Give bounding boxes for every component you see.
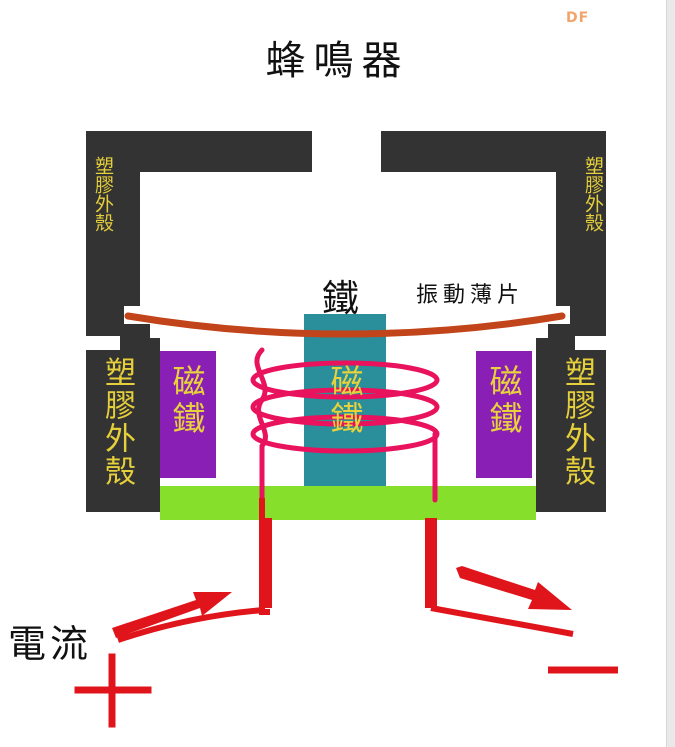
- watermark-logo: DF: [566, 10, 590, 26]
- label-shell-bottom-right: 塑膠外殼: [559, 356, 595, 488]
- label-shell-bottom-left: 塑膠外殼: [99, 356, 135, 488]
- magnet-left: [160, 351, 216, 478]
- label-shell-top-left: 塑膠外殼: [92, 156, 114, 232]
- magnet-right: [476, 351, 532, 478]
- label-magnet-left: 磁鐵: [167, 364, 206, 438]
- current-arrow-in: [112, 592, 232, 638]
- page-border: [666, 0, 675, 747]
- label-diaphragm: 振動薄片: [416, 283, 525, 308]
- iron-core: [304, 314, 386, 486]
- positive-terminal-symbol: [74, 653, 152, 728]
- current-arrow-out: [456, 566, 572, 610]
- diagram-title: 蜂鳴器: [265, 38, 410, 84]
- label-iron: 鐵: [322, 277, 359, 320]
- coil: [250, 347, 440, 503]
- wire-right: [430, 605, 574, 637]
- top-shell-left: [86, 131, 312, 336]
- label-magnet-right: 磁鐵: [484, 364, 523, 438]
- base-plate: [160, 486, 536, 520]
- label-current: 電流: [8, 622, 93, 666]
- label-shell-top-right: 塑膠外殼: [582, 156, 604, 232]
- vibrating-diaphragm: [124, 312, 566, 338]
- bottom-shell-left: [86, 324, 160, 512]
- wire-left-out: [117, 607, 265, 643]
- bottom-shell-right: [536, 324, 606, 512]
- label-core-magnet: 磁鐵: [325, 364, 364, 438]
- top-shell-right: [381, 131, 606, 336]
